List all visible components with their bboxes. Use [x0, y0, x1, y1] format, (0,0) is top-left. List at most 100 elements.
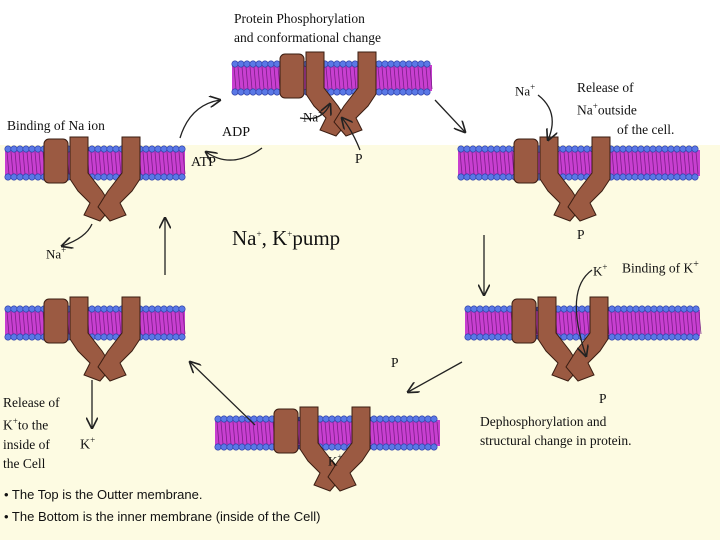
phosphate-label-right-lower: P [599, 391, 607, 406]
lipid-head [613, 173, 621, 181]
protein-block [43, 298, 69, 344]
lipid-head [637, 145, 645, 153]
lipid-tail [118, 151, 122, 175]
lipid-head [261, 88, 269, 96]
lipid-tail [615, 151, 619, 175]
lipid-head [614, 333, 622, 341]
lipid-head [178, 333, 186, 341]
step-label-release-na: Release of Na+outside of the cell. [577, 78, 674, 139]
lipid-head [493, 145, 501, 153]
lipid-tail [400, 421, 404, 445]
lipid-head [673, 173, 681, 181]
lipid-head [172, 173, 180, 181]
lipid-tail [98, 151, 102, 175]
lipid-tail [491, 151, 495, 175]
lipid-tail [466, 311, 470, 335]
lipid-tail [106, 151, 110, 175]
pump-state-right-lower [464, 296, 702, 382]
lipid-head [148, 145, 156, 153]
potassium-ion-label-left: K+ [80, 435, 96, 453]
lipid-tail [344, 421, 348, 445]
lipid-head [560, 333, 568, 341]
lipid-tail [674, 311, 678, 335]
lipid-head [649, 145, 657, 153]
lipid-head [166, 145, 174, 153]
lipid-head [559, 145, 567, 153]
lipid-head [691, 145, 699, 153]
pump-protein [43, 136, 141, 222]
lipid-head [505, 173, 513, 181]
lipid-head [273, 88, 281, 96]
lipid-head [620, 305, 628, 313]
lipid-head [267, 60, 275, 68]
lipid-head [679, 145, 687, 153]
lipid-head [418, 415, 426, 423]
lipid-tail [679, 151, 683, 175]
lipid-head [142, 333, 150, 341]
lipid-head [685, 145, 693, 153]
protein-subunit [333, 51, 377, 137]
lipid-tail [384, 421, 388, 445]
lipid-tail [102, 311, 106, 335]
lipid-tail [586, 311, 590, 335]
lipid-head [100, 173, 108, 181]
lipid-head [178, 173, 186, 181]
lipid-head [387, 60, 395, 68]
lipid-tail [372, 421, 376, 445]
lipid-tail [490, 311, 494, 335]
lipid-head [142, 173, 150, 181]
protein-subunit [97, 136, 141, 222]
lipid-head [334, 443, 342, 451]
lipid-tail [559, 151, 563, 175]
lipid-tail [10, 151, 14, 175]
lipid-head [481, 145, 489, 153]
lipid-tail [34, 311, 38, 335]
lipid-head [499, 173, 507, 181]
lipid-tail [687, 151, 691, 175]
lipid-head [565, 173, 573, 181]
lipid-head [100, 145, 108, 153]
lipid-head [10, 305, 18, 313]
lipid-tail [228, 421, 232, 445]
lipid-head [482, 333, 490, 341]
lipid-tail [416, 421, 420, 445]
lipid-tail [474, 311, 478, 335]
lipid-tail [348, 421, 352, 445]
lipid-head [661, 173, 669, 181]
lipid-head [267, 88, 275, 96]
lipid-head [237, 88, 245, 96]
lipid-tail [467, 151, 471, 175]
lipid-head [619, 145, 627, 153]
step-line: K+to the [3, 416, 49, 433]
lipid-head [393, 88, 401, 96]
lipid-head [619, 173, 627, 181]
protein-subunit [567, 136, 611, 222]
lipid-head [214, 415, 222, 423]
phosphate-label-top: P [355, 151, 363, 166]
phosphate-attach-arrow [342, 118, 361, 151]
lipid-head [333, 60, 341, 68]
lipid-tail [682, 311, 686, 335]
lipid-tail [6, 151, 10, 175]
na-binding-arrow [62, 223, 93, 246]
lipid-head [482, 305, 490, 313]
step-line: inside of [3, 436, 50, 452]
lipid-tail [252, 421, 256, 445]
lipid-tail [380, 421, 384, 445]
lipid-tail [397, 66, 401, 90]
lipid-head [154, 173, 162, 181]
note-inner-membrane: • The Bottom is the inner membrane (insi… [4, 509, 321, 524]
lipid-head [381, 60, 389, 68]
lipid-head [112, 305, 120, 313]
lipid-head [322, 415, 330, 423]
lipid-head [243, 60, 251, 68]
lipid-tail [429, 66, 433, 90]
lipid-head [220, 443, 228, 451]
lipid-head [399, 88, 407, 96]
step-label-phosphorylation: Protein Phosphorylation and conformation… [234, 9, 381, 47]
lipid-tail [619, 151, 623, 175]
lipid-tail [30, 151, 34, 175]
lipid-tail [405, 66, 409, 90]
lipid-tail [22, 151, 26, 175]
